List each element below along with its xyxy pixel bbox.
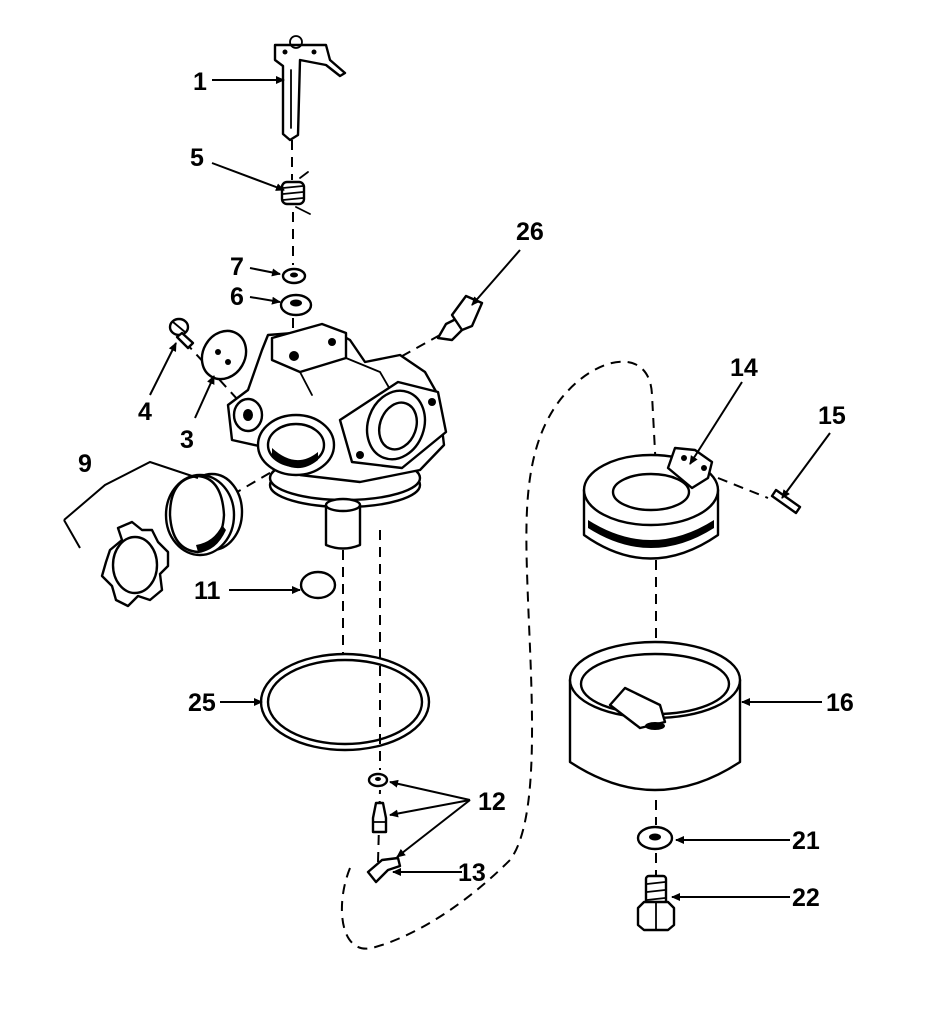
callout-labels: 1 5 7 6 26 4 3 9 11 25 12 13 14 15 16 21… bbox=[78, 68, 854, 912]
screw-part bbox=[168, 317, 195, 350]
welch-plug-part bbox=[299, 570, 337, 600]
inlet-needle-part bbox=[371, 801, 388, 834]
callout-7: 7 bbox=[230, 253, 244, 281]
needle-seat-part bbox=[367, 772, 389, 788]
callout-9: 9 bbox=[78, 450, 92, 478]
callout-3: 3 bbox=[180, 426, 194, 454]
float-bowl-part bbox=[568, 640, 742, 792]
callout-21: 21 bbox=[792, 827, 820, 855]
float-hinge-pin-part bbox=[770, 488, 802, 515]
seal-retainer-part bbox=[279, 293, 313, 317]
seal-part bbox=[281, 267, 307, 285]
callout-16: 16 bbox=[826, 689, 854, 717]
primer-bulb-part bbox=[164, 472, 244, 557]
callout-22: 22 bbox=[792, 884, 820, 912]
leader-lines bbox=[63, 76, 831, 901]
bowl-gasket-part bbox=[259, 652, 431, 752]
callout-25: 25 bbox=[188, 689, 216, 717]
bowl-washer-part bbox=[636, 825, 674, 851]
callout-11: 11 bbox=[194, 577, 221, 605]
primer-retainer-part bbox=[100, 520, 170, 608]
callout-12: 12 bbox=[478, 788, 506, 816]
callout-4: 4 bbox=[138, 398, 152, 426]
spring-part bbox=[280, 171, 311, 215]
callout-13: 13 bbox=[458, 859, 486, 887]
bowl-nut-part bbox=[636, 874, 676, 932]
callout-5: 5 bbox=[190, 144, 204, 172]
callout-6: 6 bbox=[230, 283, 244, 311]
throttle-plate-part bbox=[200, 329, 248, 381]
carburetor-body bbox=[226, 322, 448, 550]
callout-14: 14 bbox=[730, 354, 758, 382]
callout-26: 26 bbox=[516, 218, 544, 246]
callout-15: 15 bbox=[818, 402, 846, 430]
float-part bbox=[582, 446, 720, 560]
throttle-shaft-part bbox=[273, 35, 347, 142]
needle-clip-part bbox=[366, 856, 402, 884]
callout-1: 1 bbox=[193, 68, 207, 96]
